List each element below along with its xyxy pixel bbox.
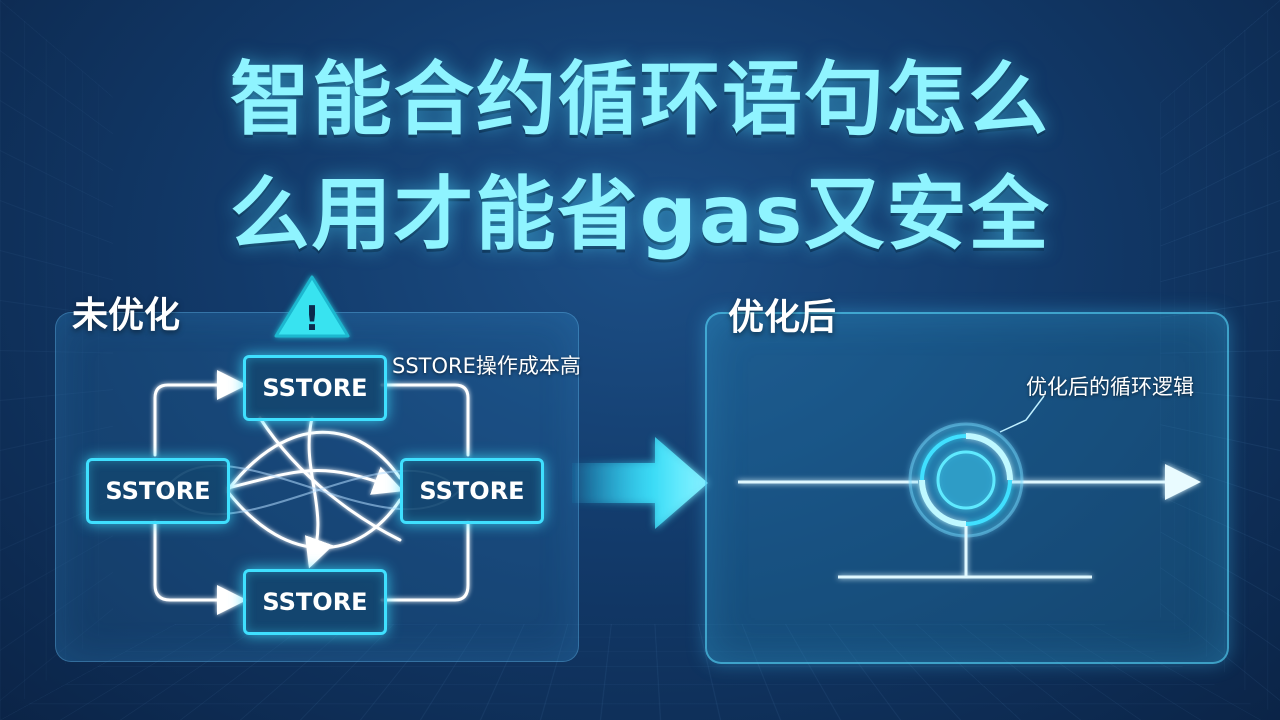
after-panel xyxy=(705,312,1229,664)
before-label: 未优化 xyxy=(72,295,181,336)
before-annotation: SSTORE操作成本高 xyxy=(392,354,581,378)
sstore-node-left: SSTORE xyxy=(86,458,230,524)
page-title-line-1: 智能合约循环语句怎么 xyxy=(230,53,1050,146)
sstore-node-bottom: SSTORE xyxy=(243,569,387,635)
after-label: 优化后 xyxy=(728,297,837,338)
sstore-node-right: SSTORE xyxy=(400,458,544,524)
after-annotation: 优化后的循环逻辑 xyxy=(1026,375,1194,399)
page-title-line-2: 么用才能省gas又安全 xyxy=(229,168,1051,261)
sstore-node-top: SSTORE xyxy=(243,355,387,421)
